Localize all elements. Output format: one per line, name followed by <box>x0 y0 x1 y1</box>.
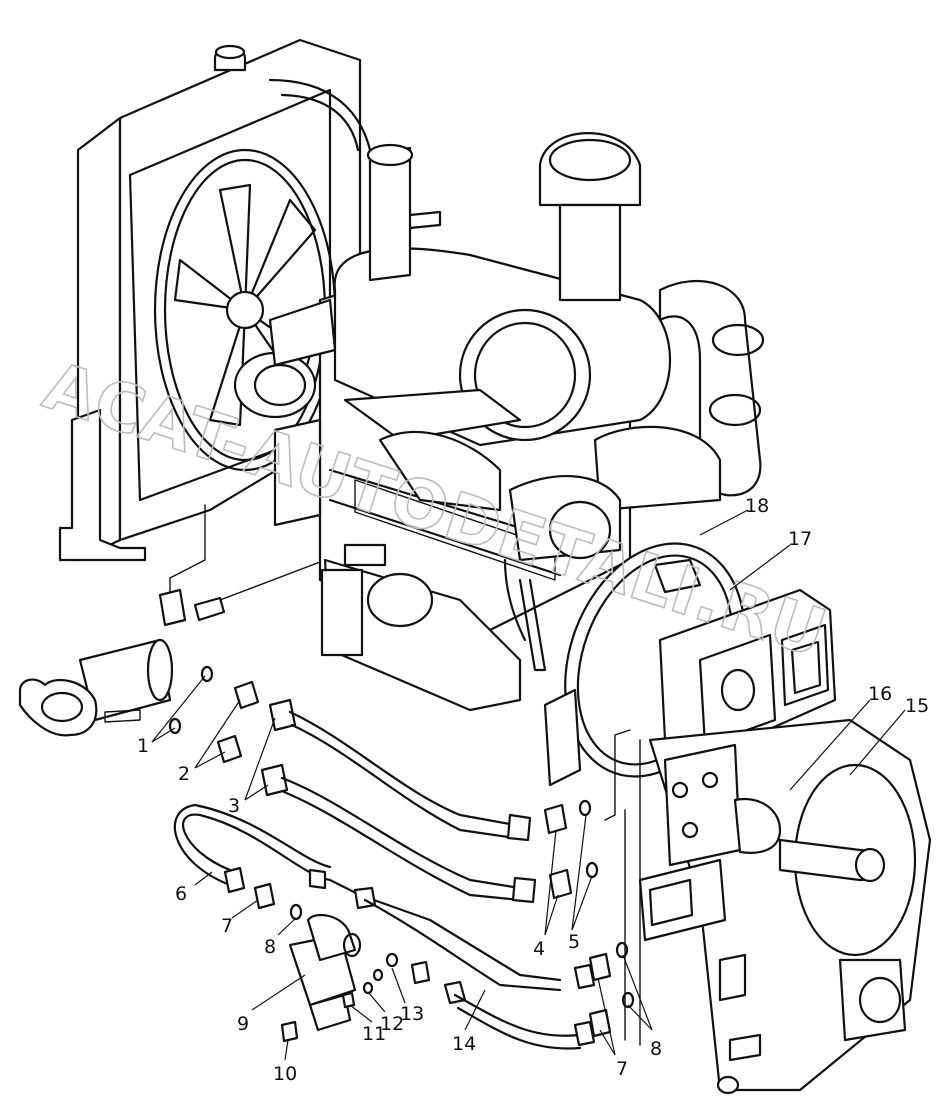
callout-2: 2 <box>178 763 190 785</box>
leader-lines <box>151 509 906 1061</box>
hose-3-upper <box>268 698 532 842</box>
callout-9: 9 <box>237 1013 249 1035</box>
callout-15: 15 <box>905 695 929 717</box>
callout-5: 5 <box>568 931 580 953</box>
callout-4: 4 <box>533 938 545 960</box>
hose-3-lower <box>260 763 537 904</box>
air-intake-stack <box>538 132 642 302</box>
callout-13: 13 <box>400 1003 424 1025</box>
oil-cooler <box>18 638 174 737</box>
callout-3: 3 <box>228 795 240 817</box>
return-lines <box>604 729 641 1046</box>
callout-16: 16 <box>868 683 892 705</box>
fittings-2 <box>216 680 260 764</box>
callout-7a: 7 <box>221 915 233 937</box>
fittings-4 <box>543 803 573 900</box>
callout-12: 12 <box>380 1013 404 1035</box>
callout-8a: 8 <box>264 936 276 958</box>
filter-bracket-9 <box>288 913 362 1032</box>
callout-18: 18 <box>745 495 769 517</box>
left-lower-tubes <box>158 504 321 627</box>
callout-11: 11 <box>362 1023 386 1045</box>
control-valve <box>663 743 886 883</box>
turbo-and-alternator <box>233 298 547 672</box>
callout-1: 1 <box>137 735 149 757</box>
callout-14: 14 <box>452 1033 476 1055</box>
exhaust-stack <box>366 143 442 282</box>
hose-6-and-14 <box>173 803 596 1050</box>
charge-air-pipes <box>343 280 765 562</box>
callout-7b: 7 <box>616 1058 628 1080</box>
callout-10: 10 <box>273 1063 297 1085</box>
seal-rings-5 <box>578 799 599 879</box>
callout-8b: 8 <box>650 1038 662 1060</box>
callout-6: 6 <box>175 883 187 905</box>
seal-rings-1 <box>168 665 214 735</box>
callout-labels: 1 2 3 4 5 6 7 7 8 8 9 10 11 12 13 14 15 … <box>137 495 929 1085</box>
small-fittings-10-13 <box>280 952 431 1043</box>
callout-17: 17 <box>788 528 812 550</box>
